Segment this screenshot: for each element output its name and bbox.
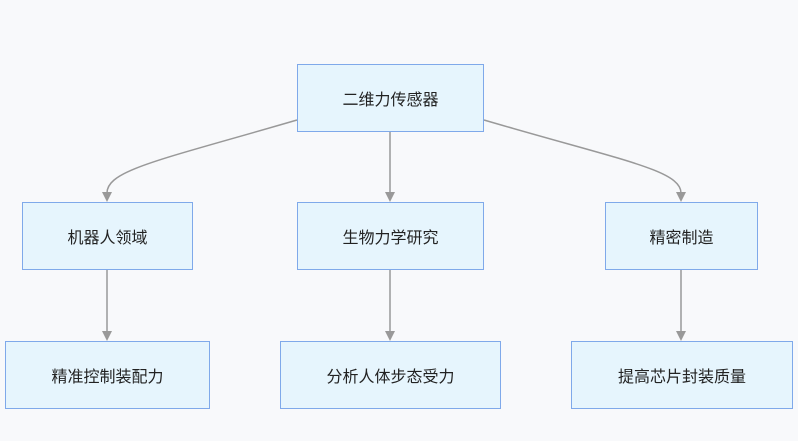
node-root-label: 二维力传感器: [342, 90, 439, 109]
edge-root-to-precision: [483, 119, 682, 194]
node-biomechanics-child-label: 分析人体步态受力: [326, 367, 455, 386]
node-precision-child-label: 提高芯片封装质量: [617, 367, 746, 386]
node-biomechanics-child: 分析人体步态受力: [280, 341, 501, 409]
node-robotics-child: 精准控制装配力: [5, 341, 210, 409]
node-precision-child: 提高芯片封装质量: [571, 341, 793, 409]
node-root: 二维力传感器: [297, 64, 484, 132]
node-precision-manufacturing: 精密制造: [605, 202, 758, 270]
arrowhead-biomechanics-child: [385, 331, 395, 341]
node-biomechanics: 生物力学研究: [297, 202, 484, 270]
node-biomechanics-label: 生物力学研究: [342, 228, 439, 247]
arrowhead-robotics-child: [102, 331, 112, 341]
arrowhead-biomechanics: [385, 192, 395, 202]
node-robotics-child-label: 精准控制装配力: [51, 367, 164, 386]
edge-root-to-robotics: [106, 119, 298, 194]
arrowhead-robotics: [102, 192, 112, 202]
node-precision-manufacturing-label: 精密制造: [649, 228, 714, 247]
arrowhead-precision-child: [676, 331, 686, 341]
node-robotics: 机器人领域: [22, 202, 193, 270]
node-robotics-label: 机器人领域: [67, 228, 148, 247]
arrowhead-precision: [676, 192, 686, 202]
